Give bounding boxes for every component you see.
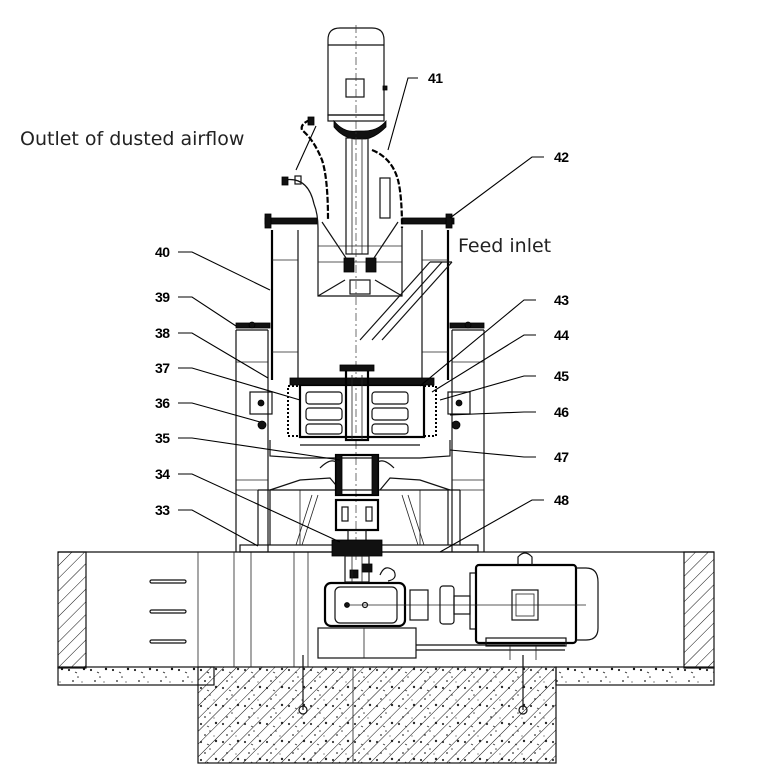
- label-36: 36: [155, 395, 170, 411]
- floor-slab-left: [57, 666, 215, 686]
- label-39: 39: [155, 289, 170, 305]
- outlet-callout: Outlet of dusted airflow: [20, 128, 244, 150]
- label-34: 34: [155, 466, 170, 482]
- label-48: 48: [554, 492, 569, 508]
- label-40: 40: [155, 244, 170, 260]
- label-33: 33: [155, 502, 170, 518]
- label-41: 41: [428, 70, 443, 86]
- label-47: 47: [554, 449, 569, 465]
- label-38: 38: [155, 325, 170, 341]
- left-wall: [57, 551, 87, 669]
- label-42: 42: [554, 149, 569, 165]
- right-wall: [683, 551, 715, 669]
- grinding-chamber: [249, 364, 471, 583]
- foundation: [57, 551, 715, 764]
- feed-inlet-callout: Feed inlet: [458, 235, 551, 257]
- upper-housing: [235, 213, 485, 380]
- floor-slab-right: [555, 666, 715, 686]
- label-46: 46: [554, 404, 569, 420]
- label-35: 35: [155, 430, 170, 446]
- label-37: 37: [155, 360, 170, 376]
- bottom-drive: [317, 552, 599, 660]
- part-numbers-right: 41 42 43 44 45 46 47 48: [428, 70, 570, 508]
- feed-inlet-chute: [359, 261, 453, 341]
- leaders-right: [295, 77, 544, 553]
- label-44: 44: [554, 327, 569, 343]
- label-43: 43: [554, 292, 569, 308]
- top-motor: [281, 27, 404, 255]
- leaders-left: [178, 251, 341, 547]
- label-45: 45: [554, 368, 569, 384]
- part-numbers-left: 40 39 38 37 36 35 34 33: [155, 244, 171, 518]
